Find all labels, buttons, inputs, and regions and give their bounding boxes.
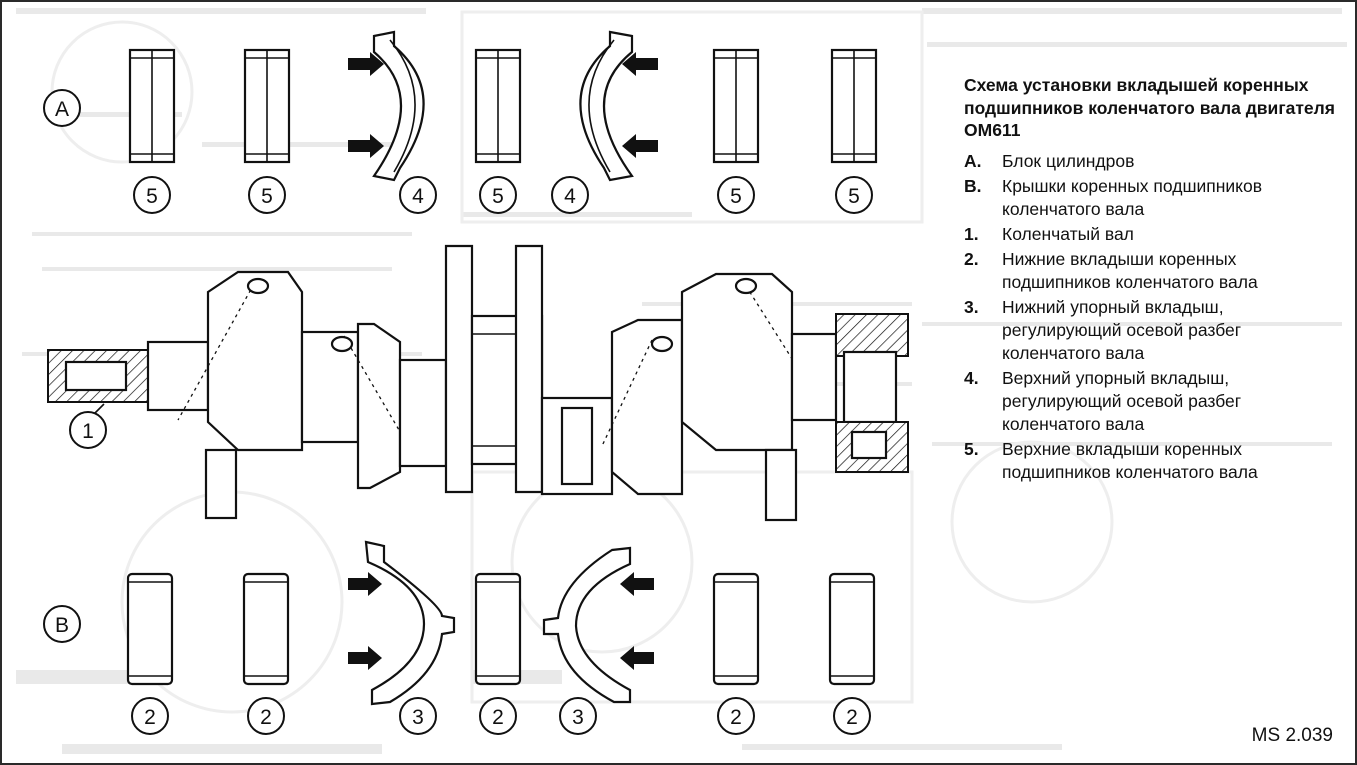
upper-main-bearing-shell (243, 48, 291, 164)
bottom-row-number-callouts: 2 2 3 2 3 2 2 (131, 697, 871, 735)
legend-text: Нижние вкладыши коренных подшипников кол… (1002, 248, 1258, 292)
thrust-shell-arrow (348, 572, 382, 596)
thrust-shell-arrow (348, 134, 384, 158)
part-number-callout: 3 (399, 697, 437, 735)
lower-thrust-bearing-shell (364, 540, 456, 706)
legend-text: Блок цилиндров (1002, 150, 1135, 171)
caption-title: Схема установки вкладышей коренных подши… (964, 75, 1335, 140)
legend-item: A. Блок цилиндров (964, 150, 1344, 173)
part-number-callout: 5 (248, 176, 286, 214)
lower-main-bearing-shell (126, 572, 174, 686)
legend-key: A. (964, 150, 982, 171)
part-number-callout: 4 (399, 176, 437, 214)
legend-key: 5. (964, 438, 979, 459)
upper-thrust-bearing-shell (579, 30, 634, 182)
part-number-callout: 2 (479, 697, 517, 735)
legend-text: Коленчатый вал (1002, 223, 1134, 244)
svg-text:4: 4 (412, 185, 424, 208)
svg-text:2: 2 (730, 706, 742, 729)
legend-text: Нижний упорный вкладыш, регулирующий осе… (1002, 296, 1242, 363)
thrust-shell-arrow (622, 52, 658, 76)
legend-item: 4. Верхний упорный вкладыш, регулирующий … (964, 367, 1344, 436)
svg-text:5: 5 (848, 185, 860, 208)
svg-text:5: 5 (146, 185, 158, 208)
svg-text:2: 2 (492, 706, 504, 729)
lower-thrust-bearing-shell (542, 546, 632, 704)
row-b-bearing-shells (126, 540, 876, 706)
row-a-bearing-shells (128, 30, 878, 182)
lower-main-bearing-shell (828, 572, 876, 686)
svg-text:5: 5 (730, 185, 742, 208)
legend-text: Крышки коренных подшипников коленчатого … (1002, 175, 1263, 219)
legend-item: 2. Нижние вкладыши коренных подшипников к… (964, 248, 1344, 294)
row-b-label-callout: B (43, 605, 81, 643)
thrust-shell-arrow (620, 646, 654, 670)
upper-main-bearing-shell (830, 48, 878, 164)
top-row-number-callouts: 5 5 4 5 4 5 5 (133, 176, 873, 214)
part-number-callout: 2 (131, 697, 169, 735)
part-number-callout: 5 (717, 176, 755, 214)
part-number-callout: 5 (479, 176, 517, 214)
part-number-callout: 3 (559, 697, 597, 735)
svg-text:5: 5 (492, 185, 504, 208)
svg-text:3: 3 (412, 706, 424, 729)
thrust-shell-arrow (622, 134, 658, 158)
legend-text: Верхний упорный вкладыш, регулирующий ос… (1002, 367, 1242, 434)
legend-list: A. Блок цилиндров B. Крышки коренных подши… (964, 150, 1344, 484)
figure-caption: Схема установки вкладышей коренных подши… (964, 74, 1344, 486)
legend-text: Верхние вкладыши коренных подшипников ко… (1002, 438, 1258, 482)
svg-text:A: A (55, 98, 69, 121)
row-a-label-callout: A (43, 89, 81, 127)
svg-text:5: 5 (261, 185, 273, 208)
legend-key: 1. (964, 223, 979, 244)
svg-text:2: 2 (846, 706, 858, 729)
legend-item: B. Крышки коренных подшипников коленчатог… (964, 175, 1344, 221)
part-number-callout: 2 (717, 697, 755, 735)
svg-text:2: 2 (144, 706, 156, 729)
crankshaft-callout: 1 (69, 403, 107, 449)
upper-main-bearing-shell (474, 48, 522, 164)
upper-main-bearing-shell (128, 48, 176, 164)
legend-key: 2. (964, 248, 979, 269)
part-number-callout: 5 (835, 176, 873, 214)
upper-main-bearing-shell (712, 48, 760, 164)
part-number-callout: 5 (133, 176, 171, 214)
lower-main-bearing-shell (242, 572, 290, 686)
legend-key: 3. (964, 296, 979, 317)
upper-thrust-bearing-shell (372, 30, 425, 182)
legend-item: 5. Верхние вкладыши коренных подшипников … (964, 438, 1344, 484)
thrust-shell-arrow (620, 572, 654, 596)
crankshaft (47, 244, 909, 522)
lower-main-bearing-shell (712, 572, 760, 686)
part-number-callout: 2 (247, 697, 285, 735)
svg-text:3: 3 (572, 706, 584, 729)
lower-main-bearing-shell (474, 572, 522, 686)
svg-text:4: 4 (564, 185, 576, 208)
legend-item: 1. Коленчатый вал (964, 223, 1344, 246)
thrust-shell-arrow (348, 646, 382, 670)
svg-text:2: 2 (260, 706, 272, 729)
svg-text:1: 1 (82, 420, 94, 443)
part-number-callout: 4 (551, 176, 589, 214)
svg-text:B: B (55, 614, 69, 637)
legend-key: B. (964, 175, 982, 196)
legend-key: 4. (964, 367, 979, 388)
figure-id: MS 2.039 (1251, 725, 1333, 746)
part-number-callout: 2 (833, 697, 871, 735)
legend-item: 3. Нижний упорный вкладыш, регулирующий о… (964, 296, 1344, 365)
thrust-shell-arrow (348, 52, 384, 76)
